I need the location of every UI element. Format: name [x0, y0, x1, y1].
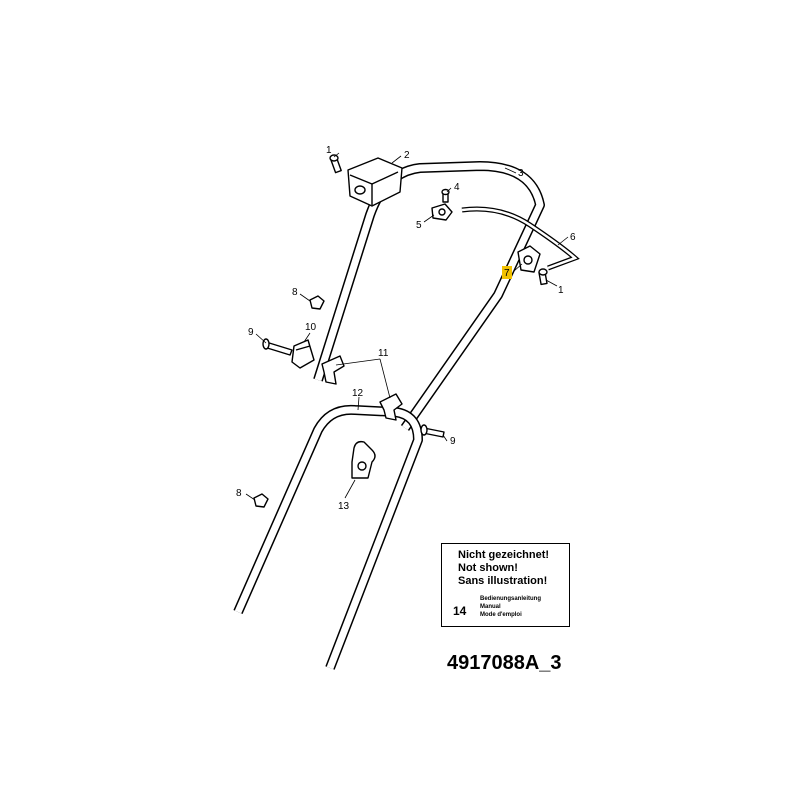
screw-right	[538, 268, 548, 286]
cable-clamp-7	[517, 245, 541, 273]
wing-knob-11-lower	[379, 393, 403, 421]
cable-guide-13	[351, 440, 376, 479]
callout-13: 13	[338, 501, 350, 512]
callout-7: 7	[504, 268, 510, 279]
screw-top-left	[329, 154, 342, 174]
callout-7-highlight	[502, 266, 512, 279]
lower-handle	[233, 404, 423, 670]
callout-8-lower: 8	[236, 488, 242, 499]
nut-8-lower	[253, 493, 269, 508]
note-item-number: 14	[453, 604, 467, 618]
callout-11: 11	[378, 348, 389, 359]
note-line-german: Nicht gezeichnet!	[458, 549, 550, 561]
bolt-9-upper	[262, 338, 293, 356]
callout-9-upper: 9	[248, 327, 254, 338]
callout-1-top: 1	[326, 145, 332, 156]
note-line-english: Not shown!	[458, 562, 518, 574]
callout-2: 2	[404, 150, 410, 161]
cable-clip-5	[431, 203, 453, 221]
note-item-desc-english: Manual	[480, 604, 501, 610]
bracket-10	[291, 339, 315, 369]
clamp-block	[347, 157, 403, 207]
callout-12: 12	[352, 388, 364, 399]
callout-6: 6	[570, 232, 576, 243]
callout-1-right: 1	[558, 285, 564, 296]
bolt-9-lower	[420, 424, 445, 438]
drawing-number: 4917088A_3	[447, 652, 562, 674]
callout-labels: 1 2 3 4 5 6 7 1 8 9 10 11 12 9 8 13	[236, 145, 576, 512]
callout-9-lower: 9	[450, 436, 456, 447]
callout-10: 10	[305, 322, 317, 333]
callout-3: 3	[518, 168, 524, 179]
screw-4	[441, 188, 450, 203]
note-item-desc-french: Mode d'emploi	[480, 612, 522, 618]
wing-knob-11-upper	[321, 355, 345, 385]
callout-5: 5	[416, 220, 422, 231]
not-shown-note-box: Nicht gezeichnet! Not shown! Sans illust…	[441, 543, 570, 627]
note-item-desc-german: Bedienungsanleitung	[480, 596, 542, 602]
nut-8-upper	[309, 295, 325, 310]
note-line-french: Sans illustration!	[458, 575, 548, 587]
callout-4: 4	[454, 182, 460, 193]
leader-lines	[245, 152, 569, 501]
cable	[461, 206, 580, 271]
callout-8-upper: 8	[292, 287, 298, 298]
